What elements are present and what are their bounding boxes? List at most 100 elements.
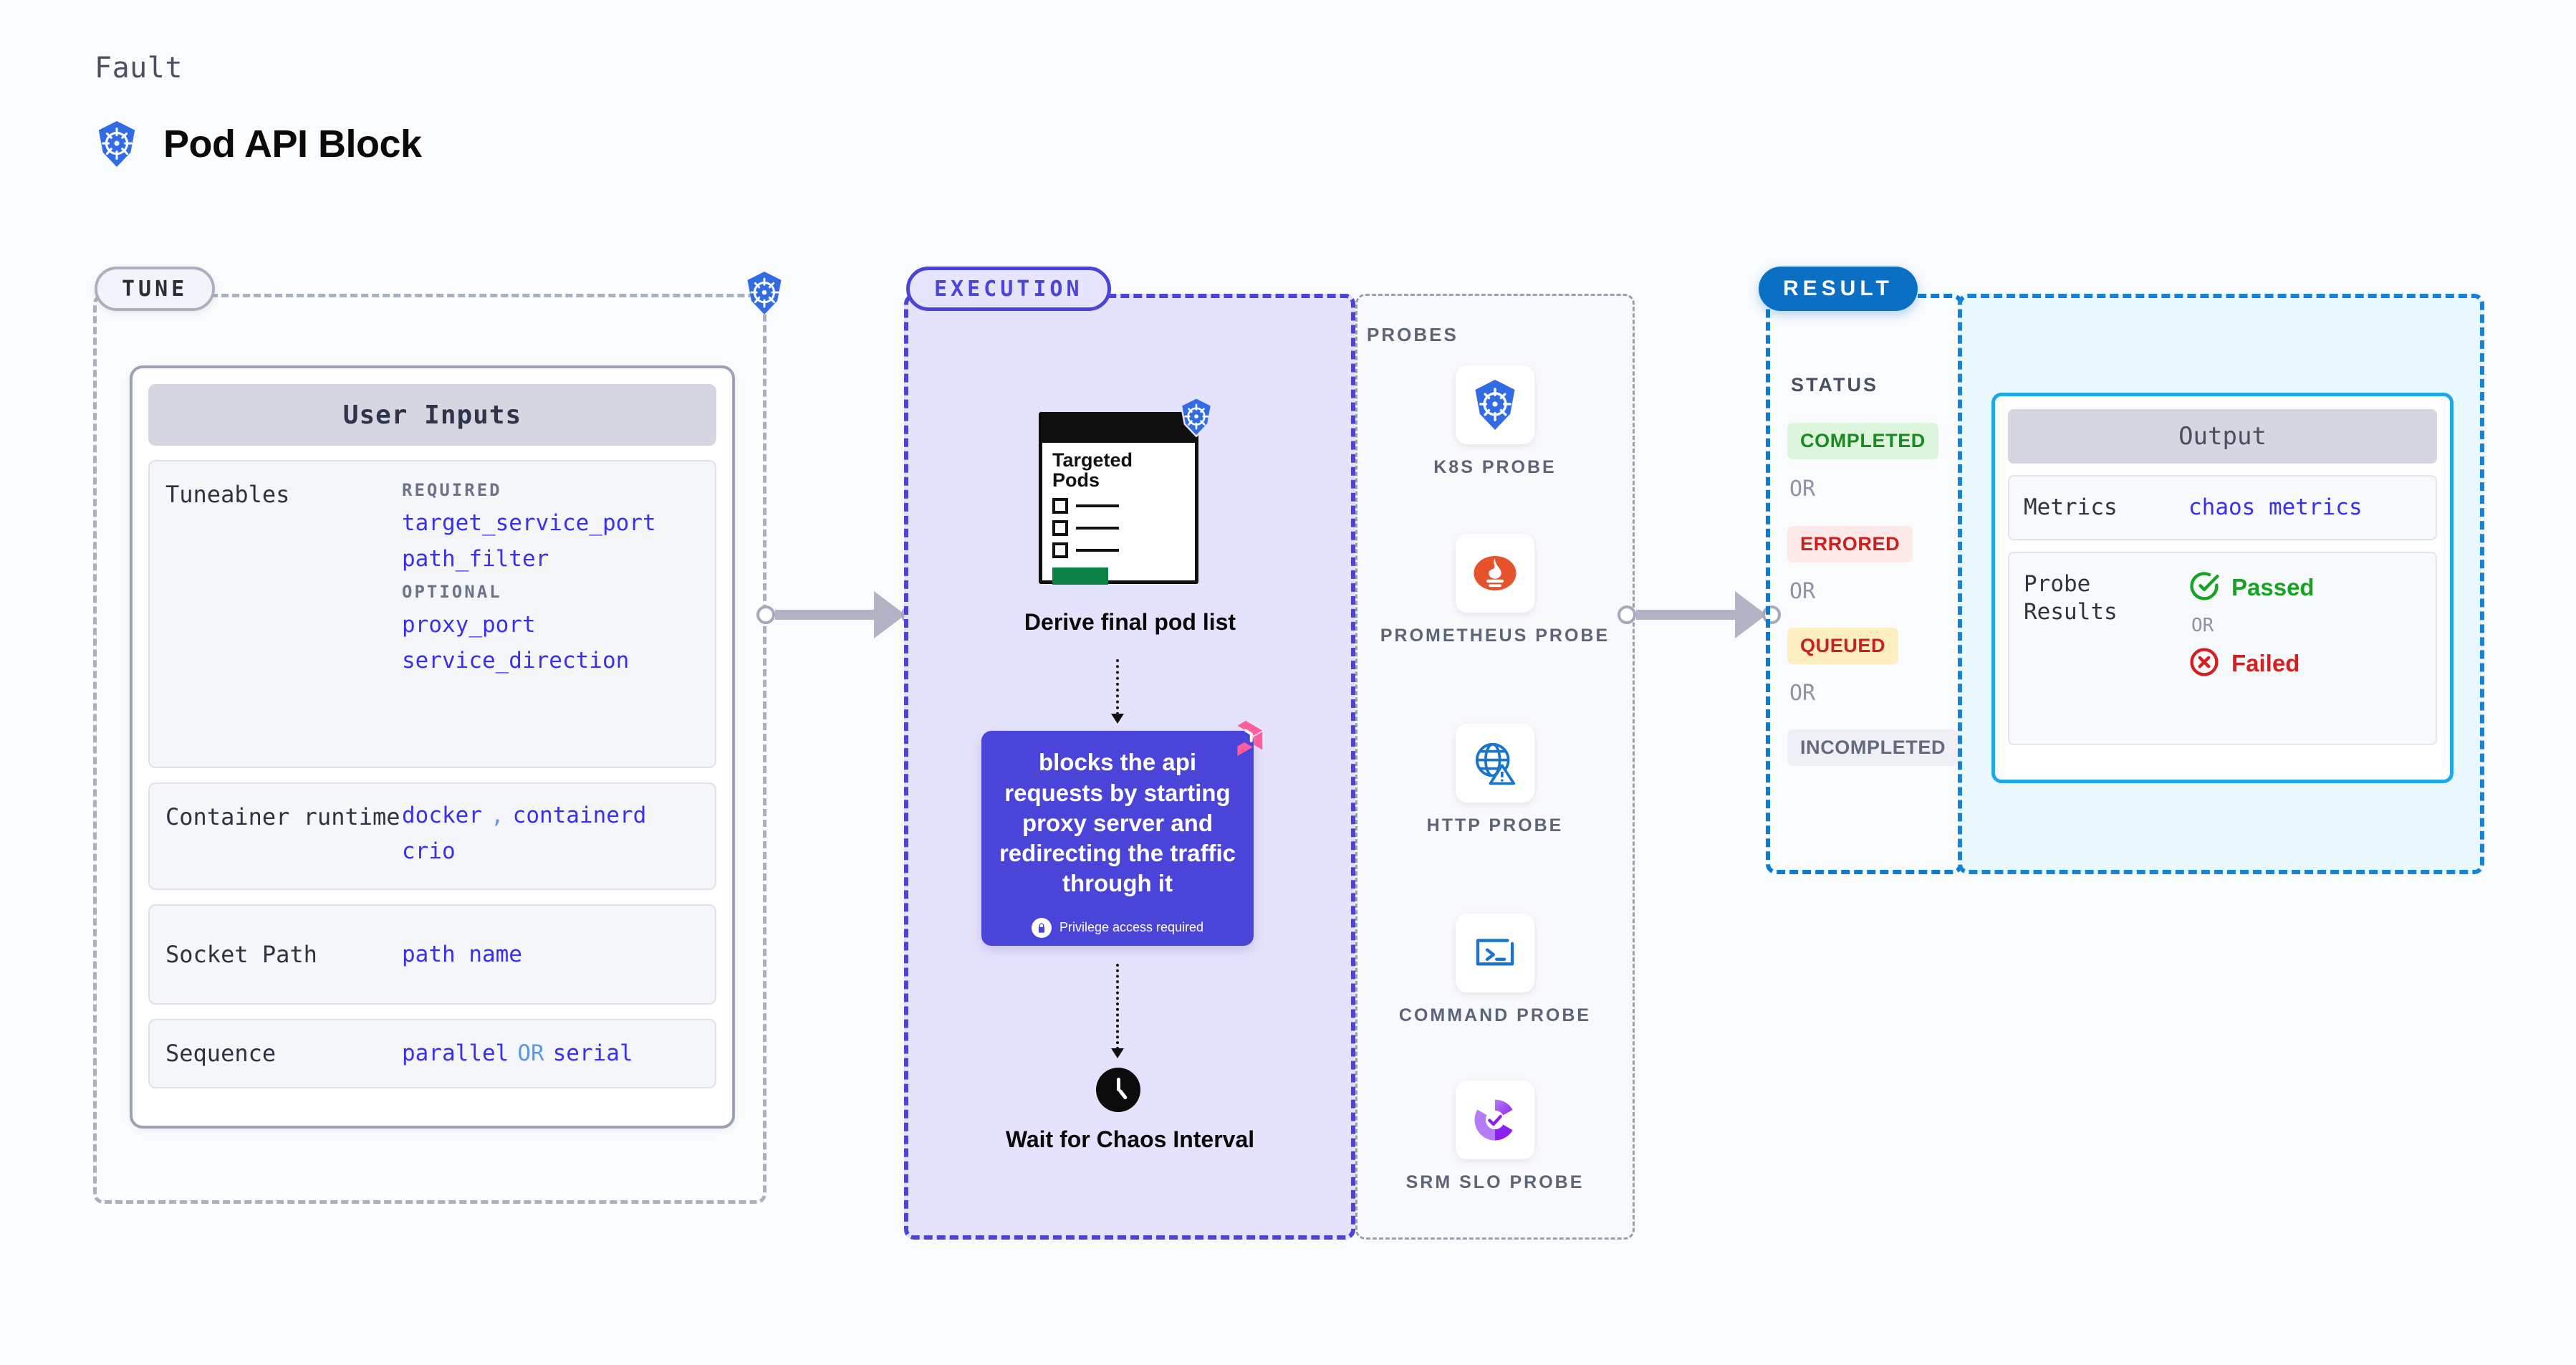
tune-section-label: TUNE [95, 267, 216, 311]
connector-node [1618, 605, 1636, 624]
tuneable-path-filter[interactable]: path_filter [402, 546, 549, 572]
row-key: Socket Path [165, 940, 317, 968]
card-titlebar [1042, 416, 1195, 443]
user-inputs-card: User Inputs Tuneables REQUIRED target_se… [130, 365, 735, 1129]
flow-connector [1116, 659, 1119, 715]
connector-line [1636, 610, 1736, 620]
metrics-key: Metrics [2024, 494, 2118, 520]
page-title: Pod API Block [163, 123, 422, 166]
checkbox-icon [1052, 519, 1068, 536]
or-separator: OR [1789, 476, 1816, 502]
probe-label: PROMETHEUS PROBE [1380, 626, 1610, 646]
kubernetes-icon [1178, 396, 1215, 440]
row-key: Sequence [165, 1040, 277, 1067]
privilege-note: Privilege access required [1031, 917, 1204, 938]
probe-label: HTTP PROBE [1426, 815, 1564, 835]
flow-arrowhead [1111, 714, 1124, 724]
output-card: Output Metrics chaos metrics Probe Resul… [1991, 393, 2454, 783]
probes-title: PROBES [1367, 324, 1458, 345]
probe-command[interactable]: COMMAND PROBE [1355, 914, 1635, 1028]
placeholder-line [1076, 526, 1119, 530]
probe-result-passed: Passed [2188, 570, 2315, 605]
metrics-value[interactable]: chaos metrics [2188, 494, 2363, 521]
placeholder-line [1076, 548, 1119, 552]
probe-result-failed: Failed [2188, 646, 2315, 681]
terminal-icon [1456, 914, 1534, 992]
placeholder-line [1076, 504, 1119, 507]
fault-kicker: Fault [95, 52, 183, 85]
or-separator: OR [1789, 681, 1816, 706]
targeted-pods-card: Targeted Pods [1039, 396, 1213, 585]
probe-label: SRM SLO PROBE [1405, 1172, 1585, 1192]
sequence-serial[interactable]: serial [552, 1040, 633, 1067]
probe-label: COMMAND PROBE [1398, 1005, 1592, 1025]
connector-node [1762, 605, 1781, 624]
execution-section-label: EXECUTION [906, 267, 1111, 311]
checkbox-icon [1052, 497, 1068, 514]
targeted-pods-title: Targeted Pods [1052, 449, 1133, 492]
metrics-row: Metrics chaos metrics [2008, 475, 2437, 540]
row-key: Tuneables [165, 481, 290, 508]
optional-label: OPTIONAL [402, 582, 502, 602]
user-inputs-title: User Inputs [148, 384, 716, 446]
sequence-parallel[interactable]: parallel [402, 1040, 509, 1067]
kubernetes-icon [1456, 365, 1534, 444]
prometheus-icon [1456, 534, 1534, 613]
checkbox-icon [1052, 542, 1068, 558]
runtime-docker[interactable]: docker [402, 803, 482, 828]
flow-connector [1116, 964, 1119, 1050]
green-bar [1052, 567, 1108, 585]
sequence-row: Sequence parallel OR serial [148, 1019, 716, 1088]
wait-chaos-interval-caption: Wait for Chaos Interval [1005, 1126, 1255, 1152]
runtime-separator: , [490, 803, 504, 828]
kubernetes-icon [95, 120, 139, 168]
probe-srm-slo[interactable]: SRM SLO PROBE [1355, 1081, 1635, 1195]
list-item [1052, 497, 1185, 514]
connector-node [756, 605, 775, 624]
status-badge-errored: ERRORED [1787, 526, 1913, 562]
socket-path-value[interactable]: path name [402, 942, 522, 967]
container-runtime-row: Container runtime docker , containerd cr… [148, 782, 716, 890]
runtime-crio[interactable]: crio [402, 838, 456, 864]
status-badge-completed: COMPLETED [1787, 423, 1938, 459]
status-badge-incompleted: INCOMPLETED [1787, 729, 1959, 766]
fault-description-card: blocks the api requests by starting prox… [981, 720, 1263, 946]
list-item [1052, 519, 1185, 536]
derive-pod-list-caption: Derive final pod list [1024, 609, 1236, 635]
tuneable-service-direction[interactable]: service_direction [402, 648, 630, 674]
tuneable-target-service-port[interactable]: target_service_port [402, 510, 656, 536]
probe-http[interactable]: HTTP PROBE [1355, 724, 1635, 838]
tune-section [93, 294, 766, 1204]
probe-results-key: Probe Results [2024, 570, 2118, 625]
clock-icon [1096, 1068, 1140, 1112]
connector-arrowhead [874, 591, 905, 638]
connector-tune-execution [756, 591, 920, 638]
probe-k8s[interactable]: K8S PROBE [1355, 365, 1635, 480]
pod-list [1052, 497, 1185, 558]
probe-results-row: Probe Results Passed OR [2008, 551, 2437, 745]
lock-icon [1031, 917, 1052, 938]
or-separator: OR [2191, 614, 2214, 636]
list-item [1052, 542, 1185, 558]
runtime-containerd[interactable]: containerd [512, 803, 647, 828]
probe-prometheus[interactable]: PROMETHEUS PROBE [1355, 534, 1635, 648]
status-title: STATUS [1791, 374, 1878, 396]
privilege-note-text: Privilege access required [1059, 920, 1204, 935]
litmuschaos-logo [1225, 719, 1267, 762]
failed-label: Failed [2231, 649, 2300, 676]
passed-label: Passed [2231, 573, 2315, 600]
row-key: Container runtime [165, 803, 400, 830]
x-circle-icon [2188, 646, 2220, 681]
flow-arrowhead [1111, 1048, 1124, 1058]
required-label: REQUIRED [402, 480, 502, 500]
status-badge-queued: QUEUED [1787, 628, 1899, 664]
fault-title-row: Pod API Block [95, 120, 422, 168]
tuneable-proxy-port[interactable]: proxy_port [402, 612, 536, 638]
connector-execution-result [1618, 591, 1781, 638]
srm-slo-icon [1456, 1081, 1534, 1159]
socket-path-row: Socket Path path name [148, 904, 716, 1005]
sequence-or: OR [517, 1040, 544, 1067]
globe-warning-icon [1456, 724, 1534, 803]
output-title: Output [2008, 409, 2437, 464]
tuneables-row: Tuneables REQUIRED target_service_port p… [148, 460, 716, 768]
